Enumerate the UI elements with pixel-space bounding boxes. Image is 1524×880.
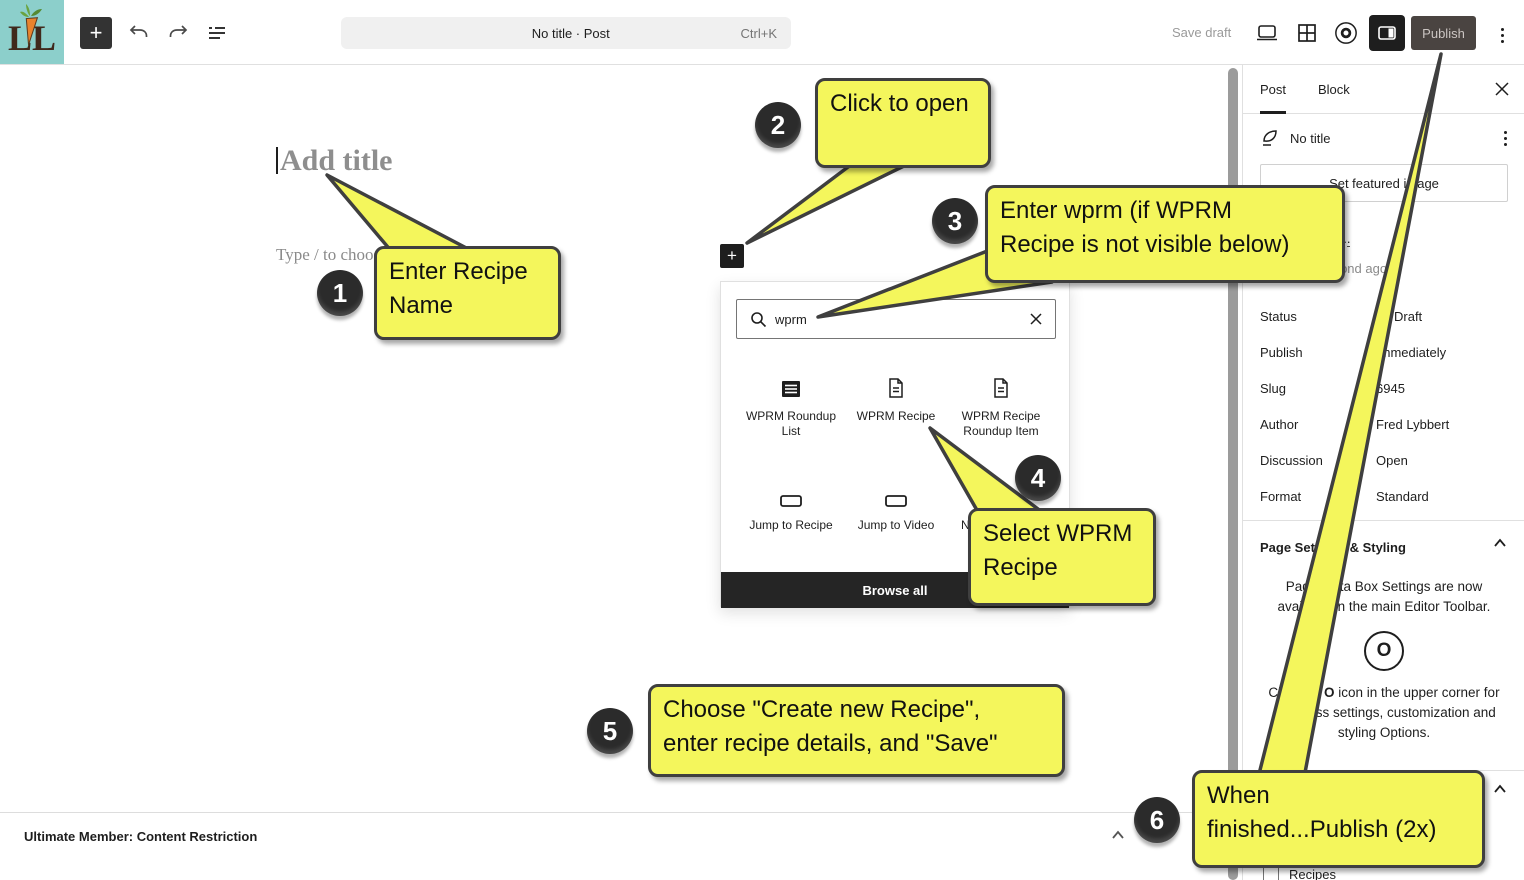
list-block-icon: [739, 371, 843, 399]
search-value: wprm: [775, 311, 807, 327]
callout6-number: 6: [1134, 797, 1180, 843]
clear-search-icon[interactable]: [1029, 312, 1043, 326]
vertical-scrollbar[interactable]: [1228, 68, 1238, 880]
row-slug[interactable]: Slug 6945: [1260, 381, 1405, 396]
page-settings-hint: Click the O icon in the upper corner for…: [1268, 685, 1500, 740]
collapse-chevron-icon[interactable]: [1110, 829, 1126, 841]
page-settings-notice: Page Meta Box Settings are now available…: [1277, 579, 1491, 614]
document-block-icon: [949, 371, 1053, 399]
metabox-title: Ultimate Member: Content Restriction: [24, 829, 258, 844]
sidebar-header: Post Block: [1243, 65, 1524, 114]
row-discussion[interactable]: Discussion Open: [1260, 453, 1408, 468]
carrot-icon: [20, 4, 42, 46]
recipes-checkbox[interactable]: [1263, 866, 1279, 880]
callout2-box: Click to open: [815, 78, 991, 168]
ultimate-member-metabox: Ultimate Member: Content Restriction: [0, 812, 1228, 880]
post-title-summary: No title: [1290, 130, 1331, 146]
document-overview-icon[interactable]: [205, 21, 229, 45]
text-cursor: [276, 147, 278, 174]
publish-button[interactable]: Publish: [1411, 16, 1476, 50]
block-item-jump-to-recipe[interactable]: Jump to Recipe: [739, 480, 843, 533]
callout5-box: Choose "Create new Recipe",enter recipe …: [648, 684, 1065, 777]
document-block-icon: [844, 371, 948, 399]
tab-post[interactable]: Post: [1260, 65, 1287, 114]
save-draft-button[interactable]: Save draft: [1172, 25, 1232, 40]
more-options-kebab-icon[interactable]: [1490, 23, 1514, 47]
post-actions-kebab-icon[interactable]: [1504, 130, 1507, 146]
row-status[interactable]: Status Draft: [1260, 309, 1423, 324]
post-title-input[interactable]: Add title: [280, 144, 393, 177]
button-block-icon: [844, 480, 948, 508]
callout4-number: 4: [1015, 455, 1061, 501]
sidebar-panel-icon: [1378, 26, 1396, 40]
divider: [1243, 520, 1524, 521]
block-item-wprm-recipe[interactable]: WPRM Recipe: [844, 371, 948, 424]
top-toolbar: L L + No title · Post Ctrl+K Save draft: [0, 0, 1524, 65]
callout2-tail: [745, 162, 910, 245]
settings-sidebar-toggle[interactable]: [1369, 15, 1405, 51]
search-icon: [749, 310, 767, 328]
post-leaf-icon: [1263, 130, 1277, 146]
grid-view-icon[interactable]: [1295, 21, 1319, 45]
o-logo-icon: O: [1364, 631, 1404, 671]
block-item-wprm-recipe-roundup-item[interactable]: WPRM Recipe Roundup Item: [949, 371, 1053, 439]
recipes-checkbox-label: Recipes: [1289, 867, 1336, 880]
block-item-wprm-roundup-list[interactable]: WPRM Roundup List: [739, 371, 843, 439]
tab-block[interactable]: Block: [1318, 82, 1350, 97]
button-block-icon: [739, 480, 843, 508]
o-options-icon[interactable]: [1334, 21, 1358, 45]
callout5-number: 5: [587, 708, 633, 754]
document-title: No title · Post: [531, 25, 610, 41]
callout3-number: 3: [932, 198, 978, 244]
row-publish[interactable]: Publish Immediately: [1260, 345, 1447, 360]
command-shortcut: Ctrl+K: [740, 25, 777, 41]
block-item-jump-to-video[interactable]: Jump to Video: [844, 480, 948, 533]
callout1-number: 1: [317, 270, 363, 316]
collapse-chevron-icon[interactable]: [1492, 783, 1508, 795]
page-settings-title: Page Settings & Styling: [1260, 540, 1406, 555]
block-inserter-button[interactable]: +: [720, 244, 744, 268]
row-author[interactable]: Author Fred Lybbert: [1260, 417, 1450, 432]
block-search-input[interactable]: wprm: [736, 299, 1056, 339]
undo-icon[interactable]: [127, 21, 151, 45]
site-logo[interactable]: L L: [0, 0, 64, 64]
redo-icon[interactable]: [166, 21, 190, 45]
command-center-bar[interactable]: No title · Post Ctrl+K: [341, 17, 791, 49]
post-summary-rows: Status Draft Publish Immediately Slug 69…: [1243, 300, 1524, 516]
collapse-chevron-icon[interactable]: [1492, 537, 1508, 549]
preview-device-icon[interactable]: [1255, 21, 1279, 45]
row-format[interactable]: Format Standard: [1260, 489, 1429, 504]
callout2-number: 2: [755, 102, 801, 148]
callout1-tail: [325, 173, 476, 254]
toolbar-block-inserter-button[interactable]: +: [80, 17, 112, 49]
close-sidebar-icon[interactable]: [1494, 81, 1510, 97]
status-dot-icon: [1376, 310, 1388, 323]
